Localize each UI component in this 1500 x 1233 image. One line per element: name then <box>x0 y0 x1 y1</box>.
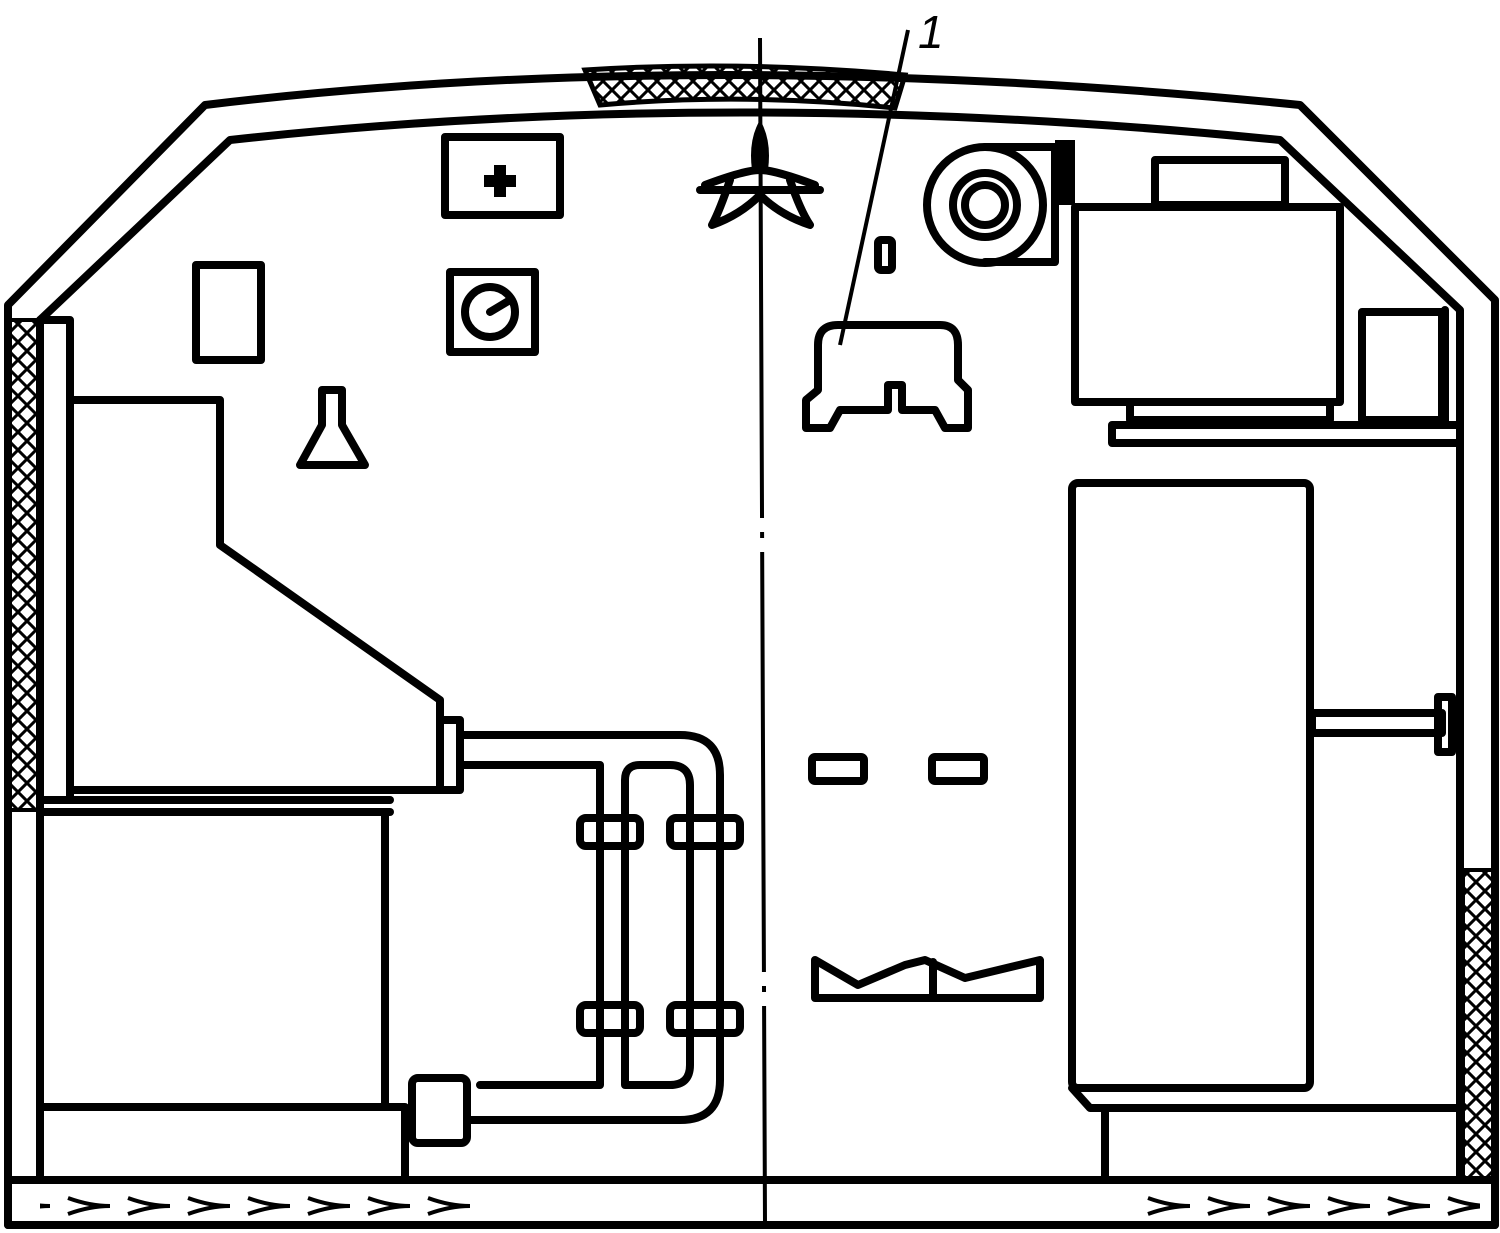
floor-pattern <box>40 1186 480 1220</box>
locker-base <box>1068 1084 1464 1112</box>
pipe-clamp-1 <box>576 814 644 850</box>
pipe-inner-loop <box>456 761 604 1089</box>
handrail-mount <box>1434 693 1456 756</box>
outer-shell <box>4 71 1499 1229</box>
lamp-icon <box>296 386 369 469</box>
pipe-clamp-2 <box>666 814 744 850</box>
pipe-clamp-3 <box>576 1001 644 1037</box>
slot-right <box>928 753 988 785</box>
cabinet-base <box>1126 398 1334 424</box>
upper-shelf <box>1108 421 1464 447</box>
handrail-bar <box>1308 709 1446 737</box>
wall-panel-small <box>192 261 265 364</box>
fan-bracket <box>1055 140 1075 205</box>
pipe-clamp-4 <box>666 1001 744 1037</box>
callout-1-leader <box>838 29 910 346</box>
zigzag-tray <box>811 956 1044 1002</box>
callout-1-label: 1 <box>918 6 944 58</box>
left-panel-strip <box>36 316 74 804</box>
first-aid-box <box>441 133 564 219</box>
center-axis-line <box>758 37 767 1226</box>
right-wall-insulation <box>1461 868 1495 1182</box>
item-1-washbasin <box>802 321 972 432</box>
cabinet-latch <box>436 716 464 794</box>
small-switch <box>874 236 896 274</box>
slot-left <box>808 753 868 785</box>
fan-hub <box>961 181 1009 229</box>
floor-slab <box>4 1176 1499 1229</box>
fan-outer-ring <box>923 143 1047 267</box>
pipe-upper-horizontal <box>456 731 724 1124</box>
top-insulation <box>581 63 909 111</box>
pipe-mid-loop <box>621 761 694 1089</box>
top-right-lid <box>1151 156 1289 209</box>
narrow-cabinet <box>1358 308 1446 424</box>
left-wall-insulation <box>8 318 40 812</box>
first-aid-cross-icon <box>484 165 516 197</box>
gauge-dial-icon <box>461 283 519 341</box>
upper-right-cabinet <box>1071 203 1344 406</box>
left-floor-step <box>36 1103 409 1184</box>
pipe-end-valve <box>408 1074 471 1147</box>
fan-icon <box>949 169 1021 241</box>
floor-pattern-right <box>1140 1186 1480 1220</box>
tall-locker <box>1068 479 1314 1092</box>
inner-shell <box>36 108 1464 1184</box>
gauge-needle <box>486 296 514 316</box>
gauge-housing <box>446 268 539 356</box>
left-upper-cabinet <box>66 396 444 794</box>
left-lower-box <box>36 808 389 1111</box>
